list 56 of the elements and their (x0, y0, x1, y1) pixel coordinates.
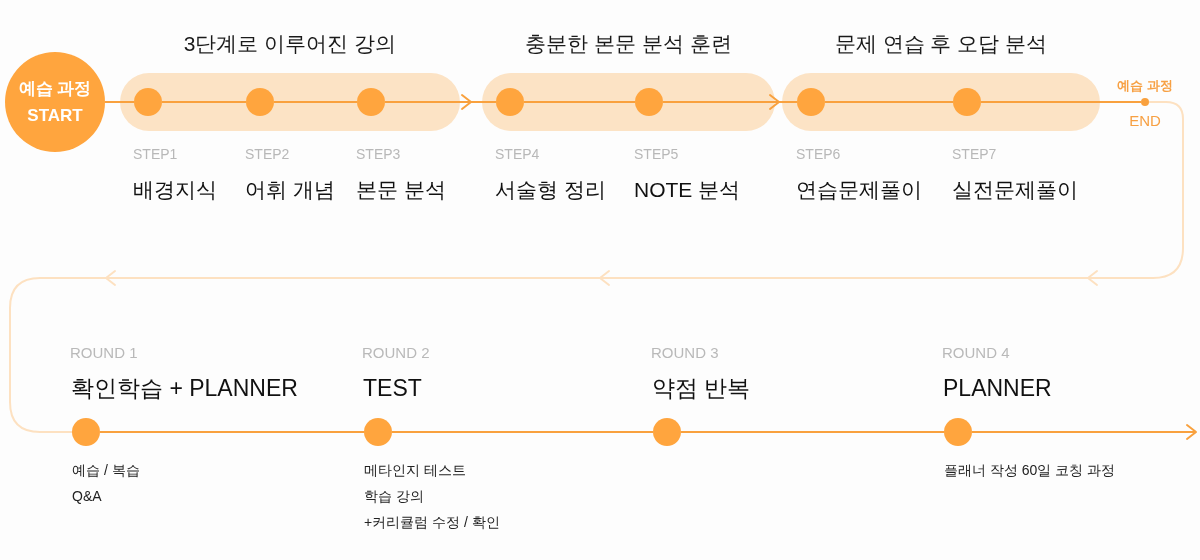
step-dot (635, 88, 663, 116)
step-dot (357, 88, 385, 116)
end-caption: END (1129, 112, 1161, 130)
round-label: ROUND 4 (942, 344, 1010, 362)
round-dot (364, 418, 392, 446)
round-label: ROUND 1 (70, 344, 138, 362)
step-dot (134, 88, 162, 116)
band-heading: 문제 연습 후 오답 분석 (834, 31, 1048, 57)
step-label: STEP3 (356, 146, 401, 163)
step-title: 서술형 정리 (495, 177, 606, 203)
round-title: PLANNER (943, 374, 1052, 402)
step-title: NOTE 분석 (634, 177, 741, 203)
step-title: 연습문제풀이 (796, 177, 922, 203)
step-dot (953, 88, 981, 116)
step-label: STEP5 (634, 146, 679, 163)
connector-line (161, 101, 247, 103)
band-heading: 충분한 본문 분석 훈련 (525, 31, 732, 57)
round-dot (653, 418, 681, 446)
step-label: STEP4 (495, 146, 540, 163)
connector-line (273, 101, 358, 103)
round-label: ROUND 2 (362, 344, 430, 362)
round-detail: Q&A (72, 487, 102, 505)
connector-line (391, 431, 654, 433)
connector-line (824, 101, 954, 103)
step-dot (496, 88, 524, 116)
round-detail: 예습 / 복습 (72, 461, 140, 479)
arrow (971, 424, 1197, 440)
step-title: 실전문제풀이 (952, 177, 1078, 203)
round-detail: 학습 강의 (364, 487, 424, 505)
step-label: STEP1 (133, 146, 178, 163)
round-dot (944, 418, 972, 446)
round-detail: +커리큘럼 수정 / 확인 (364, 513, 500, 531)
step-dot (246, 88, 274, 116)
connector-line (99, 431, 365, 433)
end-caption: 예습 과정 (1117, 78, 1173, 94)
step-title: 본문 분석 (356, 177, 446, 203)
step-label: STEP6 (796, 146, 841, 163)
round-label: ROUND 3 (651, 344, 719, 362)
connector-line (104, 101, 135, 103)
start-label: 예습 과정 START (17, 78, 93, 127)
connector-line (680, 431, 945, 433)
step-label: STEP2 (245, 146, 290, 163)
connector-line (523, 101, 636, 103)
step-label: STEP7 (952, 146, 997, 163)
band-heading: 3단계로 이루어진 강의 (183, 31, 397, 57)
step-title: 배경지식 (133, 177, 217, 203)
end-dot (1141, 98, 1149, 106)
round-title: 약점 반복 (652, 374, 751, 402)
round-title: TEST (363, 374, 422, 402)
round-detail: 플래너 작성 60일 코칭 과정 (944, 461, 1116, 479)
step-title: 어휘 개념 (245, 177, 335, 203)
round-detail: 메타인지 테스트 (364, 461, 466, 479)
step-dot (797, 88, 825, 116)
connector-line (980, 101, 1142, 103)
round-title: 확인학습 + PLANNER (71, 374, 298, 402)
round-dot (72, 418, 100, 446)
